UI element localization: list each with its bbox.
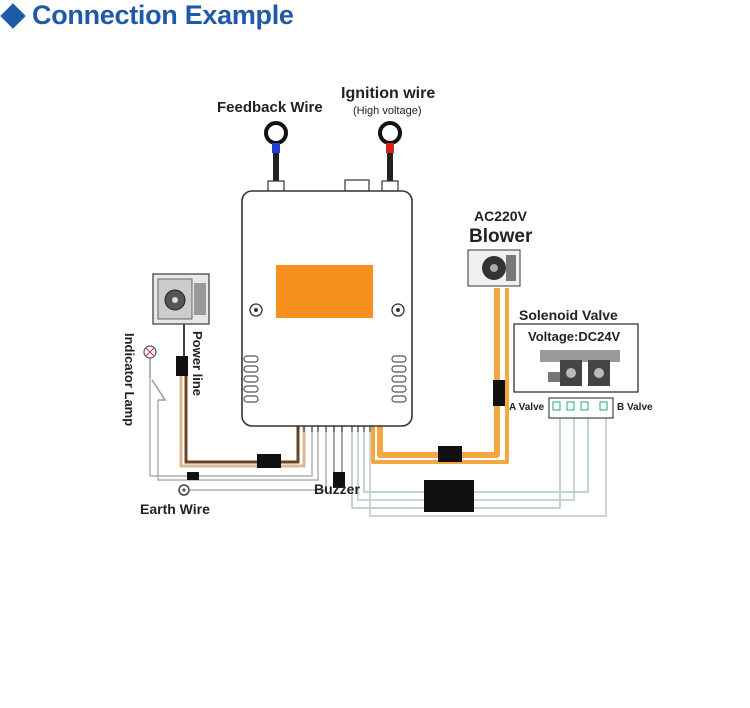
power-connector-block	[257, 454, 281, 468]
feedback-terminal	[264, 121, 288, 192]
lamp-connector	[187, 472, 199, 480]
power-line-wire	[179, 370, 306, 468]
buzzer-wire	[333, 425, 343, 475]
indicator-lamp	[143, 345, 167, 401]
valve-wires	[351, 418, 607, 517]
a-valve-label: A Valve	[509, 402, 545, 413]
ac220v-label: AC220V	[474, 208, 527, 224]
valve-connector-block	[424, 480, 474, 512]
buzzer-connector	[333, 472, 345, 488]
indicator-lamp-label: Indicator Lamp	[122, 333, 137, 427]
blower-label: Blower	[469, 226, 533, 247]
valve-terminal-block	[548, 397, 614, 419]
ignition-terminal	[378, 121, 402, 192]
voltage-label: Voltage:DC24V	[528, 329, 621, 344]
solenoid-valve-label: Solenoid Valve	[519, 307, 618, 323]
feedback-wire-label: Feedback Wire	[217, 99, 323, 116]
earth-wire-terminal	[178, 484, 190, 496]
blower	[467, 249, 521, 287]
power-line-label: Power line	[190, 331, 205, 397]
buzzer-label: Buzzer	[314, 481, 360, 497]
solenoid-valve	[513, 323, 639, 393]
ignition-wire-label: Ignition wire	[341, 85, 436, 102]
blower-plug	[493, 380, 505, 406]
controller-display	[276, 265, 373, 318]
page-heading: Connection Example	[0, 0, 750, 31]
center-terminal	[344, 179, 370, 192]
earth-wire-label: Earth Wire	[140, 501, 210, 517]
b-valve-label: B Valve	[617, 402, 653, 413]
ignition-controller	[241, 190, 413, 432]
blower-connector-block	[438, 446, 462, 462]
temperature-controller	[152, 273, 210, 356]
heading-text: Connection Example	[32, 0, 294, 30]
high-voltage-label: (High voltage)	[353, 105, 422, 117]
indicator-lamp-wire	[149, 378, 327, 491]
power-line-connector	[176, 356, 188, 376]
